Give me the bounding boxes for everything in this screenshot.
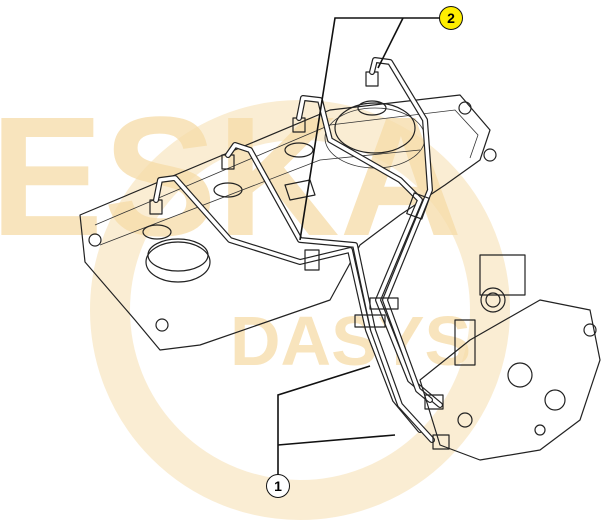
callout-1: 1	[266, 474, 290, 498]
leader-lines	[277, 17, 440, 475]
callout-2: 2	[439, 6, 463, 30]
watermark-logo: ESKA DASYS	[0, 82, 510, 520]
injection-pipes	[153, 57, 443, 443]
injection-pump	[419, 254, 601, 461]
svg-text:DASYS: DASYS	[230, 302, 471, 380]
